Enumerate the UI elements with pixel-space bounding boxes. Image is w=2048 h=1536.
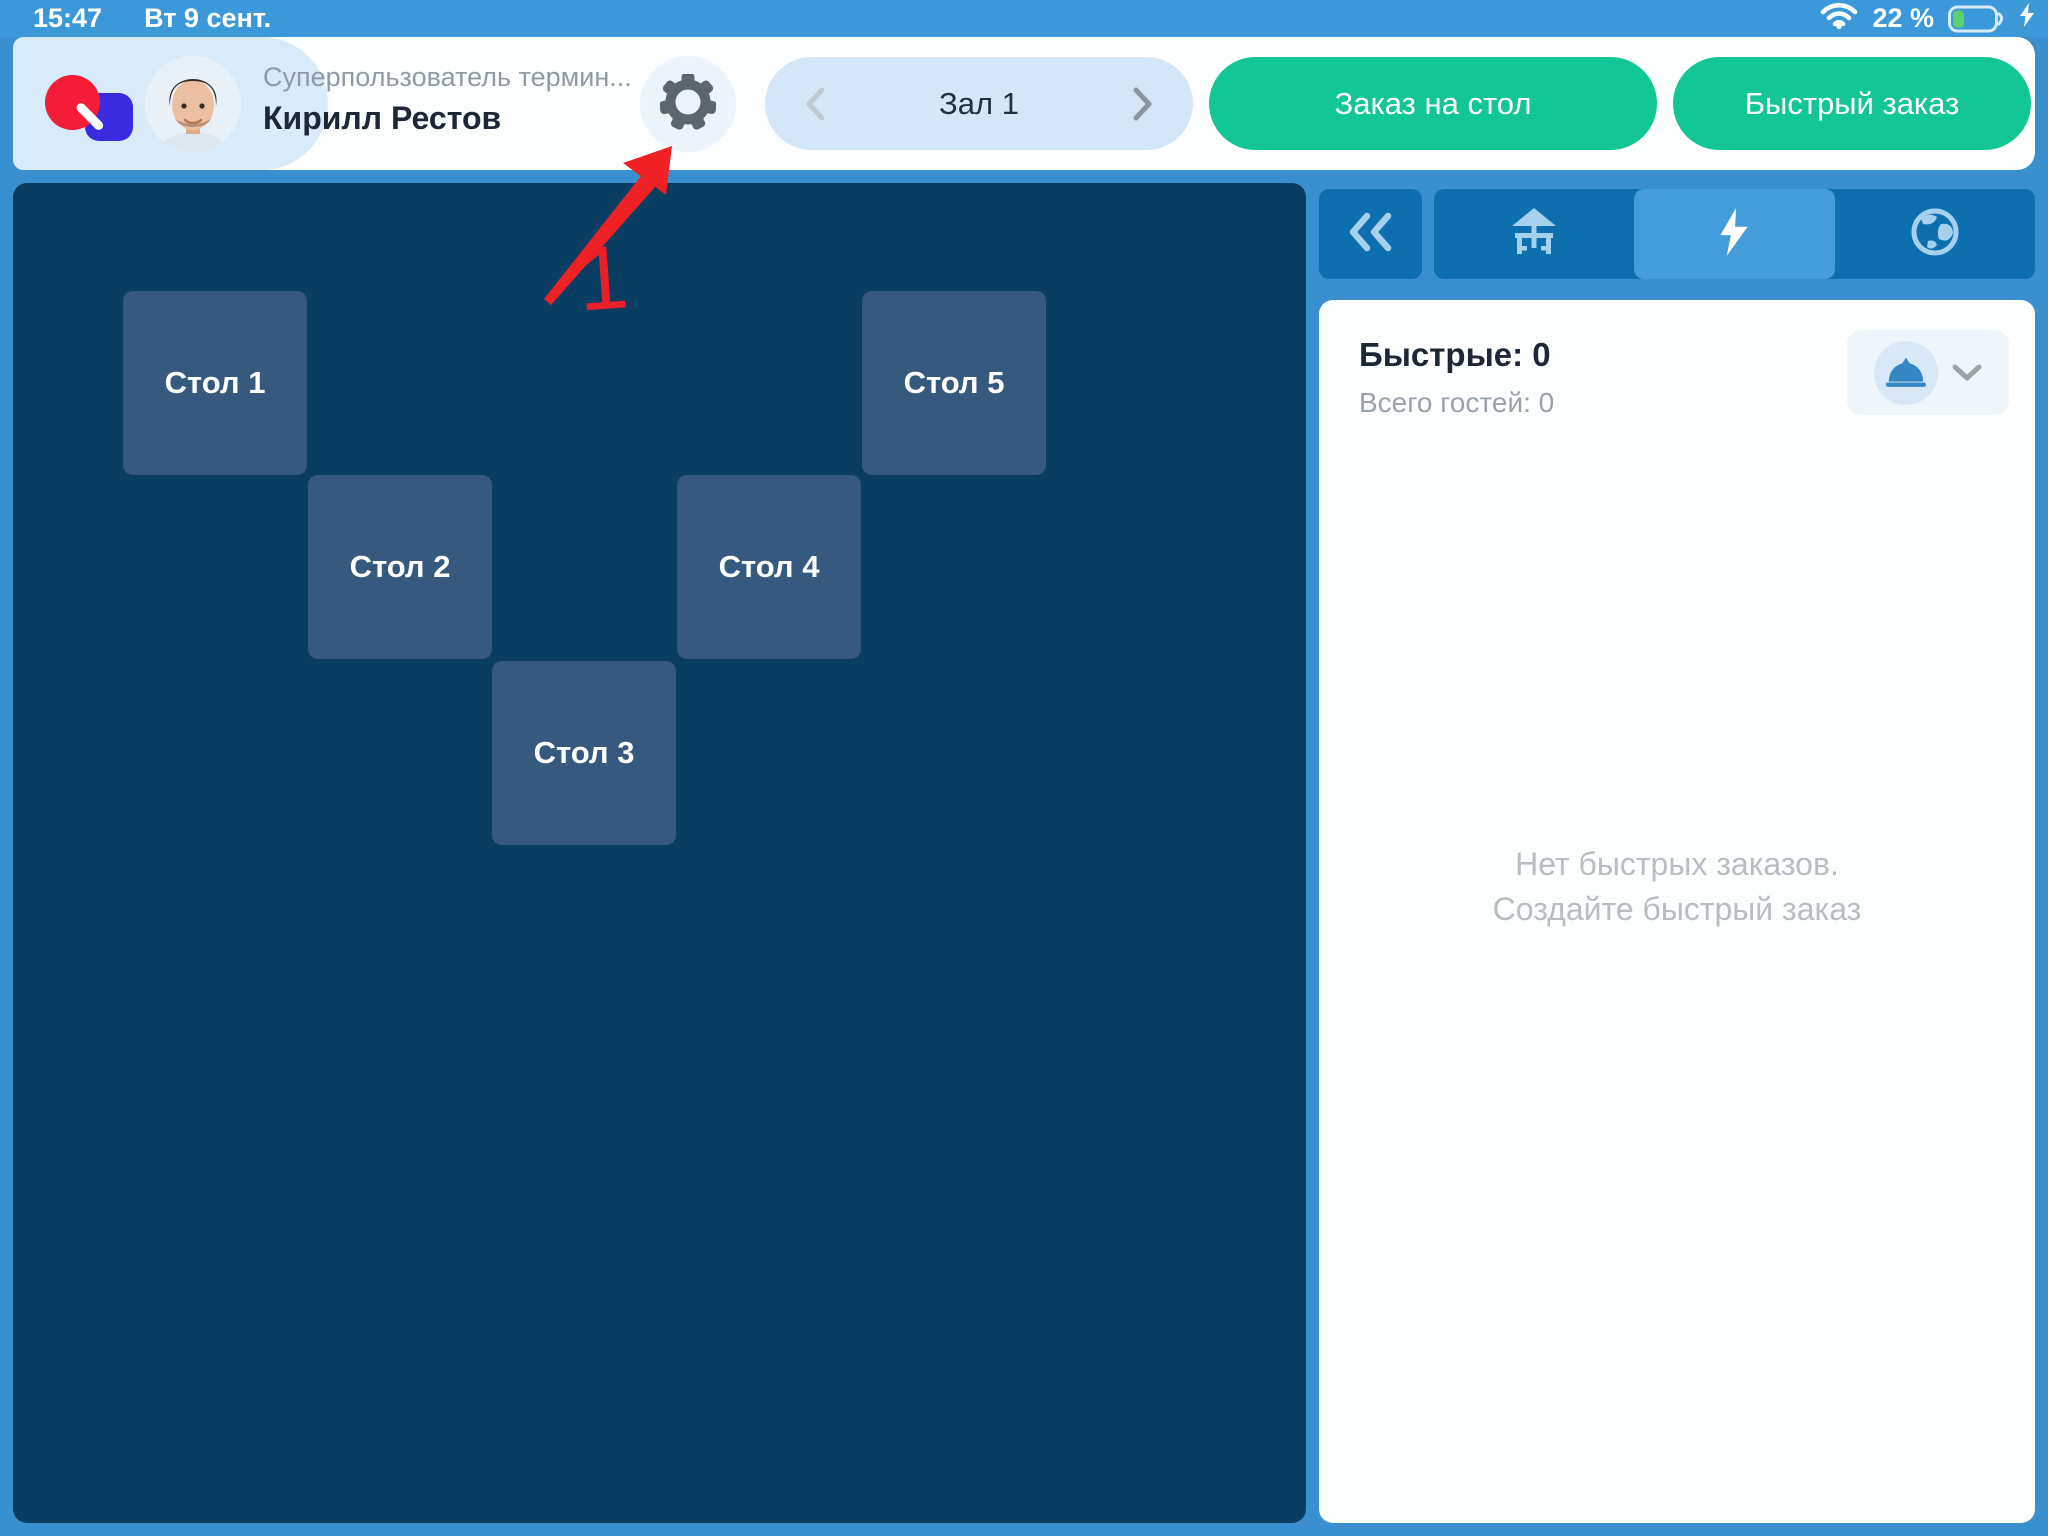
collapse-panel-button[interactable]: [1319, 189, 1422, 279]
tab-hall-tables[interactable]: [1434, 189, 1634, 279]
app-logo-icon: [45, 73, 135, 143]
chevron-down-icon: [1952, 364, 1982, 382]
user-avatar[interactable]: [145, 56, 241, 152]
hall-prev-button[interactable]: [803, 86, 827, 122]
order-on-table-button[interactable]: Заказ на стол: [1209, 57, 1657, 150]
terrace-tables-icon: [1509, 206, 1559, 263]
table-2[interactable]: Стол 2: [308, 475, 492, 659]
clock: 15:47: [33, 3, 103, 33]
table-3[interactable]: Стол 3: [492, 661, 676, 845]
globe-icon: [1910, 207, 1960, 262]
chevron-double-left-icon: [1346, 209, 1396, 260]
hall-selector: Зал 1: [765, 57, 1193, 150]
user-role: Суперпользователь термин...: [263, 62, 632, 92]
status-bar: 15:47 Вт 9 сент. 22 %: [0, 0, 2048, 37]
user-info[interactable]: Суперпользователь термин... Кирилл Ресто…: [263, 62, 643, 137]
charging-bolt-icon: [2020, 3, 2034, 34]
serve-filter-dropdown[interactable]: [1847, 330, 2009, 415]
date: Вт 9 сент.: [144, 3, 272, 33]
wifi-icon: [1820, 1, 1858, 36]
quick-order-button[interactable]: Быстрый заказ: [1673, 57, 2031, 150]
table-5[interactable]: Стол 5: [862, 291, 1046, 475]
empty-state-message: Нет быстрых заказов. Создайте быстрый за…: [1492, 846, 1862, 927]
table-1[interactable]: Стол 1: [123, 291, 307, 475]
hall-next-button[interactable]: [1131, 86, 1155, 122]
header: Суперпользователь термин... Кирилл Ресто…: [13, 37, 2035, 170]
battery-icon: [1948, 5, 2006, 33]
settings-button[interactable]: [640, 56, 736, 152]
battery-percent: 22 %: [1872, 3, 1934, 33]
tab-delivery[interactable]: [1835, 189, 2035, 279]
user-name: Кирилл Рестов: [263, 100, 502, 136]
quick-orders-count: Быстрые: 0: [1359, 336, 1551, 373]
total-guests: Всего гостей: 0: [1359, 387, 1555, 418]
gear-icon: [659, 72, 717, 135]
panel-tabs: [1434, 189, 2035, 279]
floor-plan: Стол 1 Стол 2 Стол 3 Стол 4 Стол 5: [13, 183, 1306, 1523]
table-4[interactable]: Стол 4: [677, 475, 861, 659]
quick-orders-panel: Быстрые: 0 Всего гостей: 0 Нет быстрых з…: [1319, 300, 2035, 1523]
lightning-icon: [1718, 207, 1750, 261]
cloche-icon: [1874, 340, 1938, 405]
hall-name: Зал 1: [939, 85, 1019, 121]
tab-quick-orders[interactable]: [1634, 189, 1835, 279]
